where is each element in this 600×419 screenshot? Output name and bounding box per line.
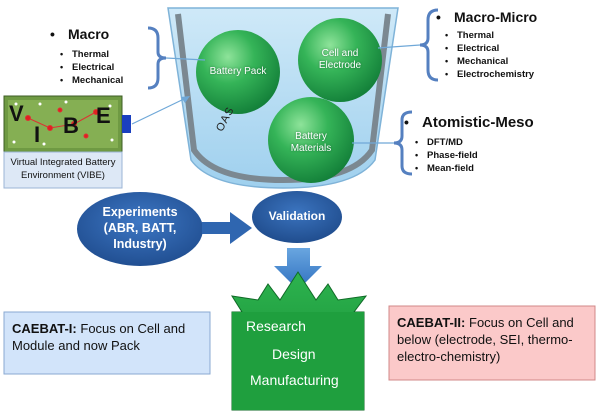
atomistic-title: Atomistic-Meso (404, 114, 534, 131)
macro-micro-connector-line (377, 44, 421, 49)
cell-electrode-label: Cell and Electrode (318, 48, 362, 71)
outcome-design: Design (272, 346, 316, 362)
funnel-inner-rim (175, 13, 391, 184)
vibe-letter-e: E (96, 103, 111, 128)
caebat2-bold: CAEBAT-II: (397, 315, 466, 330)
vibe-logo-inner (8, 100, 118, 148)
caebat1-box (3, 311, 211, 375)
validation-label: Validation (268, 209, 326, 223)
vibe-caption-line2: Environment (VIBE) (21, 170, 105, 181)
vibe-caption-line1: Virtual Integrated Battery (10, 157, 116, 168)
caebat1-text: CAEBAT-I: Focus on Cell and Module and n… (4, 314, 210, 360)
battery-pack-label: Battery Pack (209, 66, 267, 77)
atomistic-item-1: DFT/MD (415, 136, 463, 150)
macro-micro-item-3: Mechanical (445, 55, 508, 69)
experiments-ellipse (77, 192, 203, 266)
macro-micro-item-1: Thermal (445, 29, 494, 43)
vibe-arrowhead (181, 96, 190, 103)
validation-ellipse (252, 191, 342, 243)
vibe-connector-arrow (131, 97, 187, 125)
macro-item-2: Electrical (60, 61, 114, 75)
macro-connector-line (165, 57, 206, 61)
macro-title: Macro (50, 26, 109, 42)
outcome-box (232, 312, 364, 410)
experiments-arrow (202, 212, 252, 244)
experiments-line1: Experiments (102, 205, 178, 219)
cell-electrode-sphere (298, 18, 382, 102)
macro-micro-item-4: Electrochemistry (445, 68, 534, 82)
vibe-letter-i: I (34, 122, 41, 147)
vibe-letter-v: V (9, 101, 24, 126)
vibe-network-dots (25, 107, 99, 139)
atomistic-item-3: Mean-field (415, 162, 474, 176)
macro-item-1: Thermal (60, 48, 109, 62)
vibe-white-dots (12, 100, 114, 146)
caebat1-bold: CAEBAT-I: (12, 321, 77, 336)
outcome-research: Research (246, 318, 306, 334)
vibe-connector-tab (122, 115, 131, 133)
down-arrow (274, 248, 322, 290)
vibe-letter-b: B (63, 113, 79, 138)
caebat1-body: Focus on Cell and Module and now Pack (12, 321, 186, 353)
caebat2-box (388, 305, 596, 381)
battery-materials-label: Battery Materials (290, 131, 332, 154)
macro-bracket (147, 26, 167, 90)
battery-materials-sphere (268, 97, 354, 183)
macro-item-3: Mechanical (60, 74, 123, 88)
caebat2-body: Focus on Cell and below (electrode, SEI,… (397, 315, 574, 364)
outcome-manufacturing: Manufacturing (250, 372, 339, 388)
macro-micro-title: Macro-Micro (436, 9, 537, 25)
atomistic-item-2: Phase-field (415, 149, 478, 163)
caebat2-text: CAEBAT-II: Focus on Cell and below (elec… (389, 308, 595, 371)
battery-pack-sphere (196, 30, 280, 114)
experiments-line2: (ABR, BATT, (103, 221, 177, 235)
macro-micro-item-2: Electrical (445, 42, 499, 56)
experiments-line3: Industry) (113, 237, 167, 251)
vibe-caption-box (3, 151, 123, 189)
